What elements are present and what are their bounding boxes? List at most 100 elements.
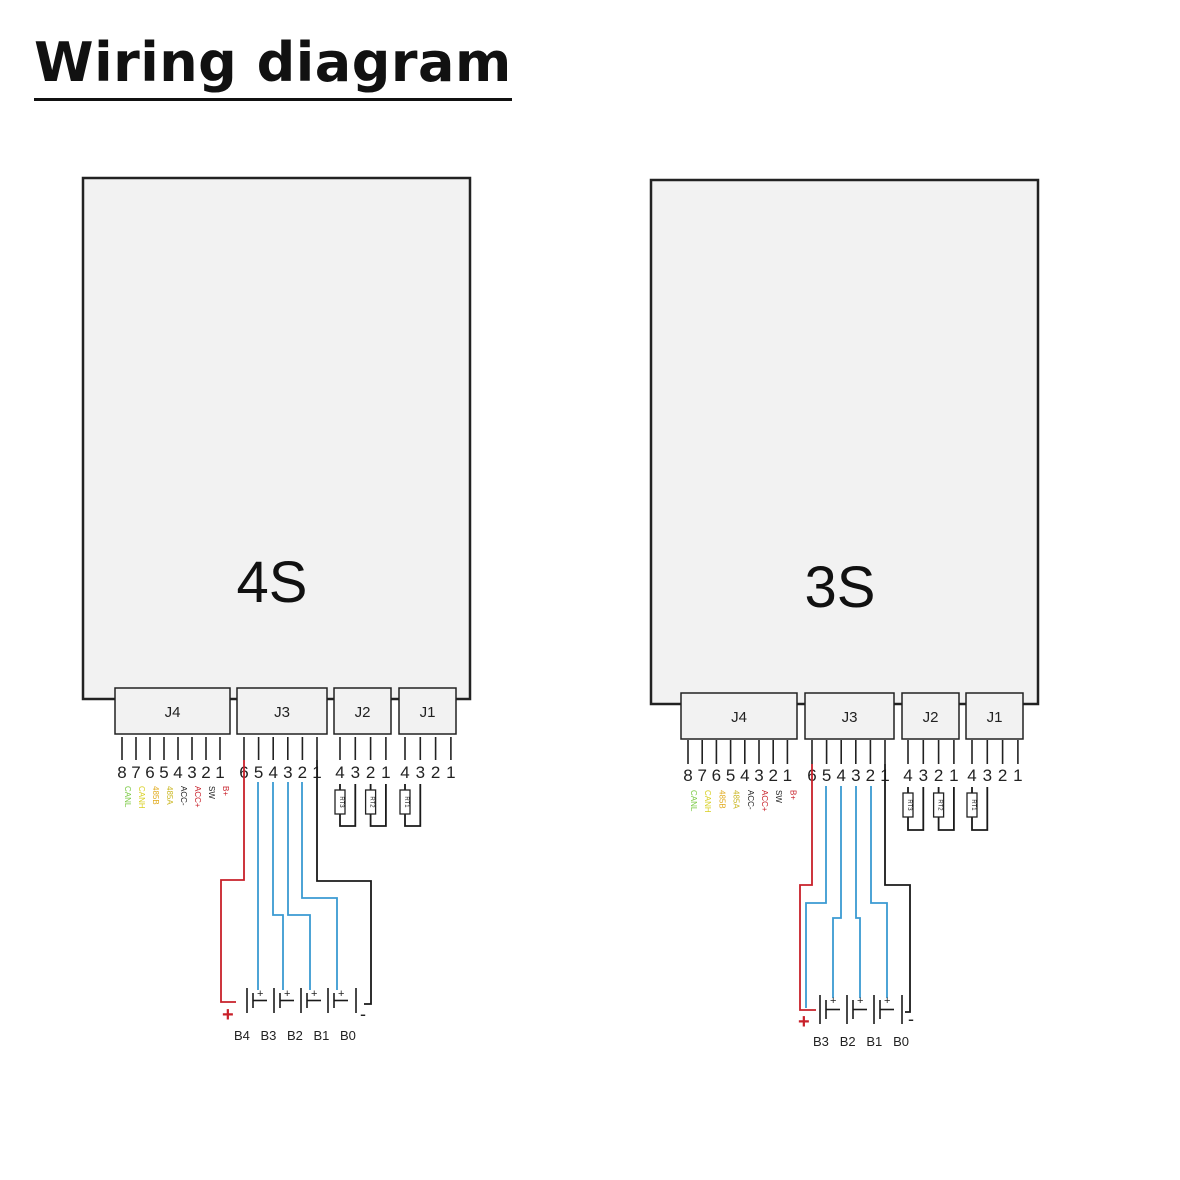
- thermistor-rt3: RT3: [902, 787, 925, 831]
- battery-label-b2: B2: [287, 1028, 303, 1043]
- connector-label: J1: [987, 709, 1003, 726]
- pin-number: 1: [1013, 766, 1022, 785]
- signal-label-485b: 485B: [717, 790, 726, 809]
- connector-j2-body: [333, 687, 392, 735]
- signal-label-canh: CANH: [703, 790, 712, 813]
- signal-label-canl: CANL: [123, 786, 132, 808]
- thermistor-resistor: [399, 789, 411, 815]
- thermistor-resistor: [966, 792, 978, 818]
- battery-label-b0: B0: [893, 1034, 909, 1049]
- blue-wire: [870, 786, 888, 998]
- cell-plus-sign: +: [311, 988, 317, 1000]
- connector-label: J2: [355, 704, 371, 721]
- pin-number: 3: [283, 763, 292, 782]
- pin-number: 4: [740, 766, 749, 785]
- thermistor-label: RT2: [937, 799, 943, 811]
- pin-number: 2: [431, 763, 440, 782]
- thermistor-resistor: [364, 789, 377, 815]
- connector-j1-body: [398, 687, 457, 735]
- pin-number: 6: [712, 766, 721, 785]
- battery-label-b1: B1: [314, 1028, 330, 1043]
- battery-label-b3: B3: [813, 1034, 829, 1049]
- battery-label-b2: B2: [840, 1034, 856, 1049]
- thermistor-rt1: RT1: [399, 784, 422, 827]
- cell-plus-sign: +: [857, 995, 863, 1007]
- connector-j4-body: [680, 692, 798, 740]
- board-label: 3S: [805, 555, 876, 620]
- pin-number: 3: [851, 766, 860, 785]
- blue-wire: [301, 782, 338, 990]
- connector-j1-body: [965, 692, 1024, 740]
- pin-number: 3: [416, 763, 425, 782]
- bms-board: [81, 176, 472, 701]
- thermistor-resistor: [334, 789, 346, 815]
- cell-plus-sign: +: [884, 995, 890, 1007]
- pin-number: 4: [967, 766, 976, 785]
- blue-wire: [287, 782, 311, 990]
- pin-number: 4: [400, 763, 409, 782]
- signal-label-acc: ACC+: [193, 786, 202, 808]
- cell-plus-sign: +: [830, 995, 836, 1007]
- pin-number: 1: [783, 766, 792, 785]
- pin-number: 1: [215, 763, 224, 782]
- signal-label-sw: SW: [207, 786, 216, 799]
- pin-number: 1: [381, 763, 390, 782]
- connector-j3-body: [804, 692, 895, 740]
- pin-number: 5: [159, 763, 168, 782]
- blue-wire: [272, 782, 284, 990]
- pin-number: 7: [697, 766, 706, 785]
- pin-number: 5: [254, 763, 263, 782]
- pin-number: 4: [335, 763, 344, 782]
- pin-number: 1: [949, 766, 958, 785]
- pack-negative-sign: -: [908, 1009, 914, 1029]
- thermistor-resistor: [932, 792, 945, 818]
- connector-label: J3: [274, 704, 290, 721]
- pin-number: 7: [131, 763, 140, 782]
- board-label: 4S: [237, 550, 308, 615]
- pin-number: 3: [187, 763, 196, 782]
- pin-number: 2: [934, 766, 943, 785]
- signal-label-485b: 485B: [151, 786, 160, 805]
- pack-positive-sign: +: [798, 1011, 810, 1033]
- bms-board: [649, 178, 1040, 706]
- cell-plus-sign: +: [257, 988, 263, 1000]
- thermistor-rt3: RT3: [334, 784, 357, 827]
- battery-label-b1: B1: [866, 1034, 882, 1049]
- pin-number: 4: [836, 766, 845, 785]
- signal-label-acc: ACC+: [760, 790, 769, 812]
- signal-label-sw: SW: [774, 790, 783, 803]
- page-title: Wiring diagram: [34, 30, 512, 101]
- battery-label-b3: B3: [261, 1028, 277, 1043]
- signal-label-485a: 485A: [732, 790, 741, 809]
- pin-number: 2: [366, 763, 375, 782]
- pin-number: 3: [919, 766, 928, 785]
- connector-j2-body: [901, 692, 960, 740]
- pin-number: 5: [726, 766, 735, 785]
- pin-number: 4: [903, 766, 912, 785]
- balance-wires: [799, 764, 911, 1013]
- black-wire: [884, 764, 911, 1013]
- signal-label-485a: 485A: [165, 786, 174, 805]
- signal-label-acc: ACC-: [746, 790, 755, 810]
- pin-number: 1: [446, 763, 455, 782]
- thermistor-label: RT3: [338, 796, 344, 808]
- thermistor-rt2: RT2: [932, 787, 955, 831]
- blue-wire: [855, 786, 861, 998]
- pin-number: 2: [998, 766, 1007, 785]
- connector-label: J1: [420, 704, 436, 721]
- thermistor-label: RT1: [970, 799, 976, 811]
- signal-label-b: B+: [788, 790, 797, 800]
- thermistor-label: RT3: [906, 799, 912, 811]
- thermistor-label: RT1: [403, 796, 409, 808]
- thermistor-label: RT2: [369, 796, 375, 808]
